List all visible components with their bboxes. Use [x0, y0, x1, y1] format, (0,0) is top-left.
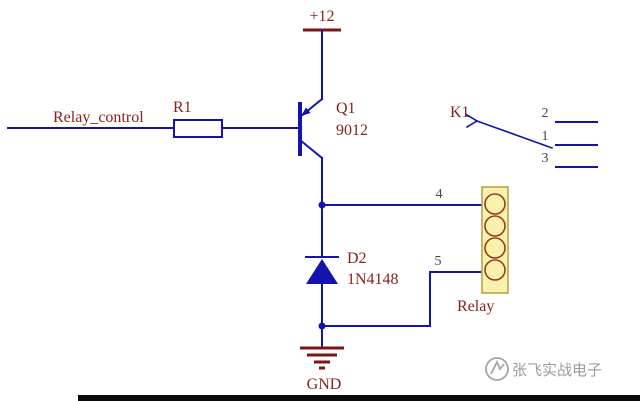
relay-pin3-number: 3	[542, 151, 549, 166]
relay-designator: K1	[450, 104, 470, 121]
vcc-power-rail: +12	[303, 8, 341, 100]
transistor-emitter-arrow-icon	[301, 107, 311, 116]
relay-pin2-number: 2	[542, 106, 549, 121]
coil-loop-icon	[484, 193, 506, 215]
switch-pivot-arrow-icon	[465, 119, 479, 129]
relay-coil-body-icon	[481, 186, 509, 294]
vcc-label: +12	[309, 8, 334, 25]
switch-armature	[475, 119, 554, 150]
coil-loop-icon	[484, 237, 506, 259]
transistor-q1: Q1 9012	[298, 97, 368, 160]
net-relay-control: Relay_control	[7, 109, 299, 129]
resistor-r1: R1	[173, 99, 223, 138]
transistor-part-number: 9012	[336, 122, 368, 139]
gnd-symbol: GND	[300, 346, 344, 393]
diode-triangle-icon	[306, 259, 338, 284]
diode-designator: D2	[347, 250, 367, 267]
diode-d2: D2 1N4148	[305, 250, 399, 347]
relay-k1-coil: Relay	[457, 186, 509, 315]
relay-pin5-number: 5	[435, 254, 442, 269]
coil-loop-icon	[484, 259, 506, 281]
bottom-divider-bar	[78, 395, 640, 401]
transistor-collector	[298, 138, 324, 160]
watermark: 张飞实战电子	[485, 357, 602, 381]
relay-pin4-number: 4	[436, 187, 443, 202]
watermark-text: 张飞实战电子	[512, 361, 602, 379]
switch-pivot-arrow-icon	[465, 113, 479, 123]
net-label-relay-control: Relay_control	[53, 109, 144, 126]
resistor-designator: R1	[173, 99, 192, 116]
relay-name-label: Relay	[457, 298, 494, 315]
watermark-logo-glyph-icon	[490, 359, 505, 375]
gnd-label: GND	[307, 376, 342, 393]
diode-part-number: 1N4148	[347, 271, 399, 288]
watermark-logo-icon	[485, 357, 509, 381]
resistor-body-icon	[173, 119, 223, 138]
collector-net: 4	[318, 157, 483, 257]
relay-k1-switch: K1 2 1 3	[450, 104, 598, 168]
bottom-net: 5	[318, 254, 483, 330]
relay-pin1-number: 1	[542, 129, 549, 144]
coil-loop-icon	[484, 215, 506, 237]
transistor-designator: Q1	[336, 100, 356, 117]
